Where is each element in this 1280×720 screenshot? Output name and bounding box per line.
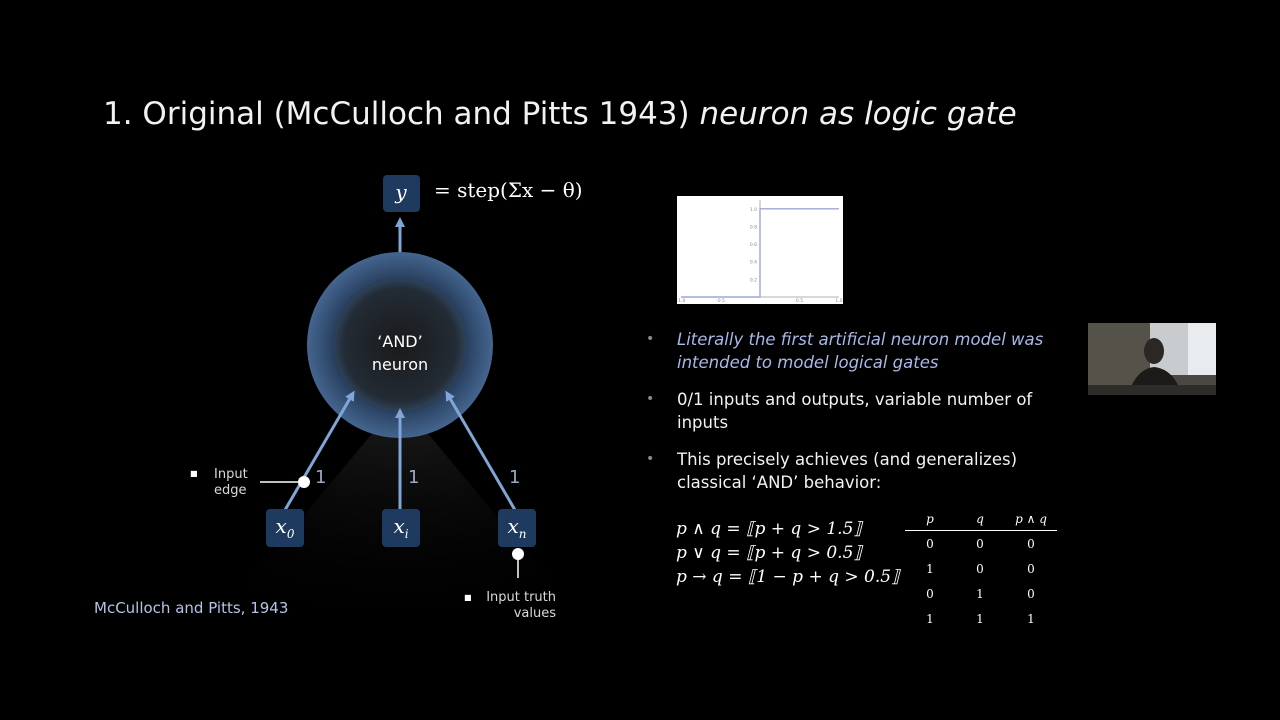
slide-title: 1. Original (McCulloch and Pitts 1943) n… bbox=[103, 96, 1017, 132]
table-cell: 1 bbox=[926, 611, 934, 626]
table-cell: 0 bbox=[926, 586, 934, 601]
bullet-item-0: • Literally the first artificial neuron … bbox=[646, 328, 1046, 374]
input-n-base: x bbox=[507, 514, 519, 538]
logic-formulas: p ∧ q = ⟦p + q > 1.5⟧ p ∨ q = ⟦p + q > 0… bbox=[676, 517, 899, 589]
plot-series-line bbox=[681, 208, 839, 298]
slide-title-main: 1. Original (McCulloch and Pitts 1943) bbox=[103, 96, 700, 132]
input-i-sub: i bbox=[404, 527, 409, 541]
input-node-0 bbox=[266, 509, 304, 547]
input-node-i-label: xi bbox=[382, 514, 420, 541]
table-row: 1 0 0 bbox=[905, 556, 1057, 581]
bullet-dot: • bbox=[646, 331, 655, 347]
table-cell: 0 bbox=[976, 561, 984, 576]
anno-truth-line1: Input truth bbox=[486, 590, 556, 605]
input-node-n-label: xn bbox=[498, 514, 536, 541]
weight-n: 1 bbox=[509, 467, 521, 488]
table-cell: 1 bbox=[1027, 611, 1035, 626]
output-node bbox=[383, 175, 420, 212]
plot-x-tick-label: 1.0 bbox=[835, 298, 842, 304]
truth-header-p: p bbox=[905, 510, 955, 531]
truth-table-header: p q p ∧ q bbox=[905, 510, 1057, 531]
bullet-text-0: Literally the first artificial neuron mo… bbox=[677, 330, 1044, 372]
truth-header-pq: p ∧ q bbox=[1005, 510, 1057, 531]
bullet-item-1: • 0/1 inputs and outputs, variable numbe… bbox=[646, 388, 1046, 434]
table-cell: 0 bbox=[976, 536, 984, 551]
webcam-overlay bbox=[1088, 323, 1216, 395]
plot-y-tick-label: 0.2 bbox=[750, 277, 757, 283]
neuron-label-line2: neuron bbox=[371, 355, 429, 374]
input-0-sub: 0 bbox=[286, 527, 295, 541]
plot-y-tick-label: 0.8 bbox=[750, 224, 757, 230]
bullet-text-2: This precisely achieves (and generalizes… bbox=[677, 450, 1018, 492]
bullet-dot: • bbox=[646, 451, 655, 467]
plot-y-tick-label: 1.0 bbox=[750, 207, 757, 213]
formula-implies: p → q = ⟦1 − p + q > 0.5⟧ bbox=[676, 567, 900, 587]
input-arrow-0 bbox=[283, 390, 355, 511]
table-cell: 1 bbox=[976, 611, 984, 626]
step-function-plot: 0.2 0.4 0.6 0.8 1.0 -1.0 -0.5 0.5 1.0 bbox=[677, 196, 843, 304]
truth-value-dot bbox=[512, 548, 524, 560]
table-cell: 1 bbox=[926, 561, 934, 576]
plot-x-tick-label: -1.0 bbox=[677, 298, 686, 304]
output-node-text: y bbox=[395, 180, 407, 204]
anno-input-edge-line1: Input bbox=[214, 467, 248, 482]
table-row: 0 0 0 bbox=[905, 531, 1057, 557]
truth-header-q: q bbox=[955, 510, 1005, 531]
anno-edge-bullet: ■ bbox=[190, 469, 198, 478]
table-cell: 0 bbox=[1027, 536, 1035, 551]
anno-input-edge: Input edge bbox=[214, 467, 248, 499]
neuron-diagram bbox=[200, 175, 600, 640]
output-node-label: y bbox=[382, 180, 420, 204]
plot-y-tick-label: 0.6 bbox=[750, 242, 757, 248]
table-row: 0 1 0 bbox=[905, 581, 1057, 606]
input-arrow-n bbox=[445, 390, 517, 511]
formula-and: p ∧ q = ⟦p + q > 1.5⟧ bbox=[676, 519, 862, 539]
weight-0: 1 bbox=[315, 467, 327, 488]
input-node-n bbox=[498, 509, 536, 547]
plot-y-tick-label: 0.4 bbox=[750, 260, 757, 266]
plot-x-tick-label: -0.5 bbox=[716, 298, 725, 304]
neuron-label-line1: ‘AND’ bbox=[377, 332, 423, 351]
citation-caption: McCulloch and Pitts, 1943 bbox=[94, 599, 289, 617]
truth-table: p q p ∧ q 0 0 0 1 0 0 0 1 0 1 1 1 bbox=[905, 510, 1057, 631]
bullet-list: • Literally the first artificial neuron … bbox=[646, 328, 1046, 508]
table-cell: 0 bbox=[1027, 561, 1035, 576]
input-node-i bbox=[382, 509, 420, 547]
bullet-item-2: • This precisely achieves (and generaliz… bbox=[646, 448, 1046, 494]
input-node-0-label: x0 bbox=[266, 514, 304, 541]
table-cell: 1 bbox=[976, 586, 984, 601]
input-i-base: x bbox=[393, 514, 405, 538]
bullet-dot: • bbox=[646, 391, 655, 407]
anno-truth-bullet: ■ bbox=[464, 593, 472, 602]
step-equation: = step(Σx − θ) bbox=[434, 178, 583, 202]
table-cell: 0 bbox=[1027, 586, 1035, 601]
neuron-core bbox=[334, 279, 466, 411]
table-row: 1 1 1 bbox=[905, 606, 1057, 631]
plot-x-tick-label: 0.5 bbox=[796, 298, 803, 304]
formula-or: p ∨ q = ⟦p + q > 0.5⟧ bbox=[676, 543, 862, 563]
input-edge-dot bbox=[298, 476, 310, 488]
slide-title-italic: neuron as logic gate bbox=[699, 96, 1017, 132]
webcam-image bbox=[1088, 323, 1216, 395]
bullet-text-1: 0/1 inputs and outputs, variable number … bbox=[677, 390, 1033, 432]
input-n-sub: n bbox=[518, 527, 527, 541]
neuron-label: ‘AND’ neuron bbox=[340, 330, 460, 376]
anno-truth-line2: values bbox=[513, 606, 556, 621]
anno-truth-values: Input truth values bbox=[480, 590, 556, 622]
weight-i: 1 bbox=[408, 467, 420, 488]
step-plot-svg: 0.2 0.4 0.6 0.8 1.0 -1.0 -0.5 0.5 1.0 bbox=[677, 200, 843, 304]
input-0-base: x bbox=[275, 514, 287, 538]
anno-input-edge-line2: edge bbox=[214, 483, 247, 498]
table-cell: 0 bbox=[926, 536, 934, 551]
